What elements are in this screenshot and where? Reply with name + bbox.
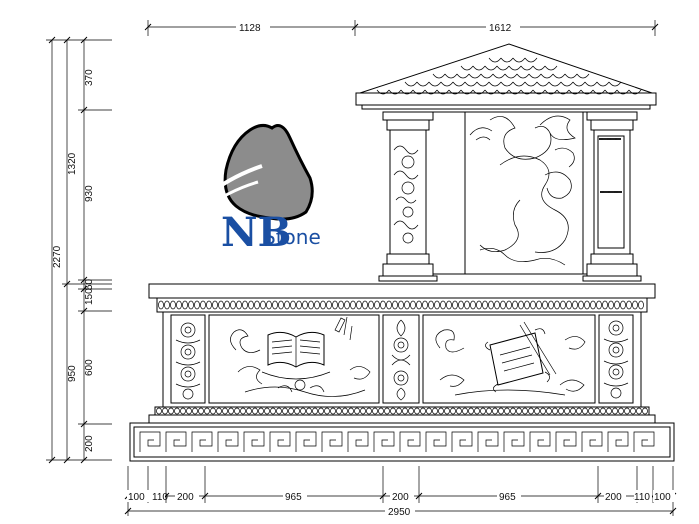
- book-carving: [230, 316, 371, 397]
- dim-inner-step: 50: [84, 278, 95, 290]
- left-column: [378, 111, 438, 282]
- dim-bottom-1: 100: [128, 492, 145, 503]
- dim-top-2: 1612: [489, 23, 512, 34]
- dim-inner-roof: 370: [84, 69, 95, 86]
- left-dimensions: 2270 1320 950 370 930 150 50 600 200: [46, 36, 112, 464]
- dim-top-1: 1128: [239, 23, 261, 34]
- upper-slab: [148, 283, 656, 313]
- top-dimension: 1128 1612: [144, 20, 659, 36]
- pavilion-roof: [355, 43, 657, 110]
- dim-left-lower: 950: [67, 365, 78, 382]
- dim-bottom-total: 2950: [388, 507, 411, 518]
- dim-bottom-2: 110: [152, 492, 168, 503]
- right-post-carving: [603, 320, 629, 399]
- scroll-carving: [435, 321, 586, 396]
- dim-bottom-8: 110: [634, 492, 650, 503]
- dim-bottom-7: 200: [605, 492, 622, 503]
- logo-initials: NB: [221, 209, 291, 256]
- dim-left-upper: 1320: [67, 152, 78, 175]
- middle-post-carving: [391, 319, 411, 401]
- nb-stone-logo: NB Stone: [201, 123, 321, 256]
- logo-name: Stone: [263, 225, 321, 249]
- dim-bottom-3: 200: [177, 492, 194, 503]
- dim-inner-columns: 930: [84, 185, 95, 202]
- dim-left-total: 2270: [52, 245, 63, 268]
- dim-bottom-5: 200: [392, 492, 409, 503]
- dim-inner-base: 200: [84, 435, 95, 452]
- right-column: [582, 111, 642, 282]
- dim-inner-panel: 600: [84, 359, 95, 376]
- rock-shape: [223, 123, 314, 221]
- lower-plinth: [129, 406, 675, 462]
- dragon-panel: [433, 111, 587, 275]
- bottom-dimensions: 100 110 200 965 200 965 200 110 100 2950: [124, 466, 677, 518]
- dim-bottom-9: 100: [654, 492, 671, 503]
- dim-inner-slab: 150: [84, 288, 95, 305]
- left-post-carving: [175, 322, 201, 400]
- dim-bottom-4: 965: [285, 492, 302, 503]
- dim-bottom-6: 965: [499, 492, 516, 503]
- carved-body: [162, 311, 642, 408]
